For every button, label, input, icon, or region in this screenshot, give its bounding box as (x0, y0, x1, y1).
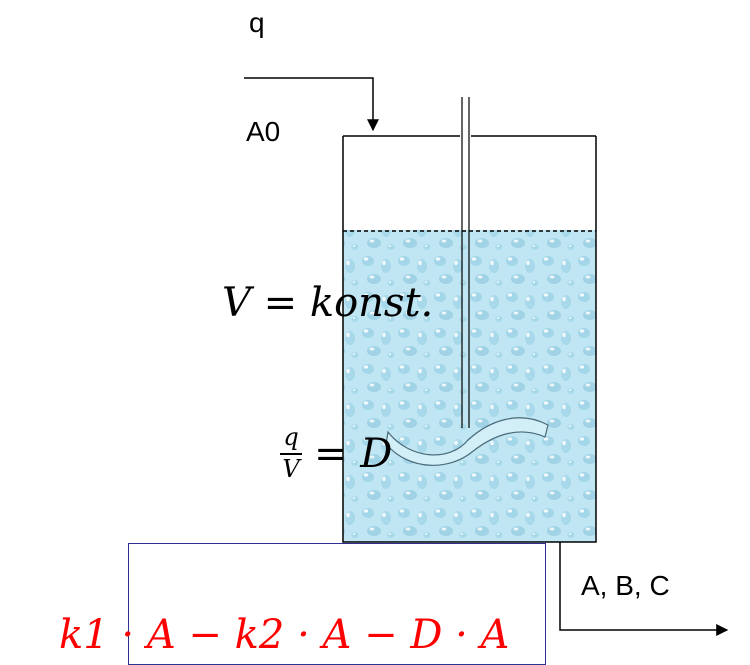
reactor-drawing (244, 77, 729, 636)
constant-volume-label: V = konst. (222, 280, 434, 326)
inflow-arrow (244, 77, 379, 132)
outflow-arrow (559, 542, 729, 636)
fraction-rhs: = D (314, 430, 393, 477)
fraction: q V (280, 423, 302, 484)
fraction-denominator: V (282, 455, 300, 484)
fraction-bar (280, 453, 302, 456)
reactor-diagram: q A0 A, B, C V = konst. q V = D k1 · A −… (59, 7, 729, 665)
inflow-concentration-label: A0 (246, 116, 281, 147)
fraction-numerator: q (283, 423, 299, 451)
outflow-components-label: A, B, C (581, 570, 670, 601)
stirrer-blade (385, 417, 549, 466)
balance-equation: k1 · A − k2 · A − D · A (59, 612, 510, 658)
reactor-vessel (342, 136, 597, 543)
inflow-rate-label: q (249, 7, 265, 38)
balance-equation-box: k1 · A − k2 · A − D · A (59, 543, 546, 665)
dilution-rate-formula: q V = D (280, 423, 393, 484)
